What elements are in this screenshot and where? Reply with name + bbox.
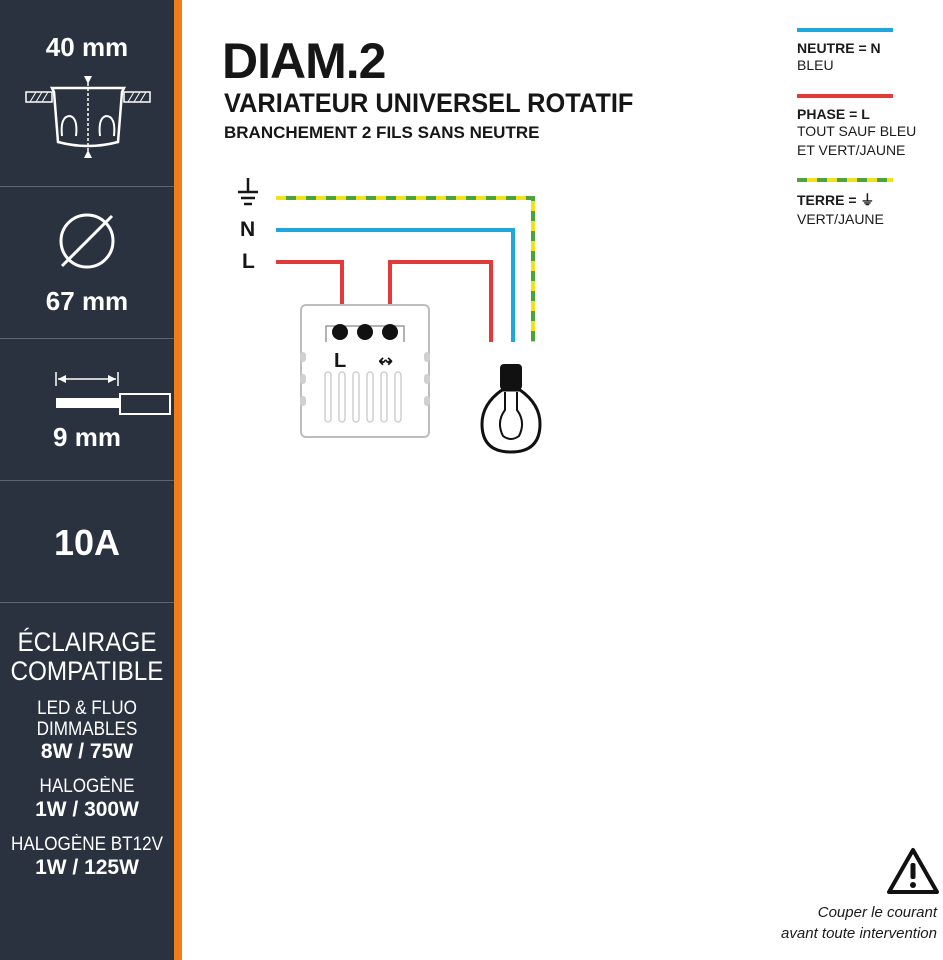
load-wire	[388, 260, 493, 342]
strip-value: 9 mm	[53, 422, 121, 452]
legend-neutral-title: NEUTRE = N	[797, 40, 881, 56]
brand-title: DIAM.2	[222, 33, 386, 89]
halogen-value: 1W / 300W	[35, 798, 139, 821]
legend-phase-desc-2: ET VERT/JAUNE	[797, 142, 906, 158]
warning-icon	[887, 848, 939, 894]
current-spec: 10A	[0, 482, 174, 603]
legend-phase-desc-1: TOUT SAUF BLEU	[797, 123, 917, 139]
wire-strip-icon	[55, 372, 171, 415]
spec-sidebar: 40 mm 67 mm	[0, 0, 174, 960]
diameter-spec: 67 mm	[0, 188, 174, 339]
depth-value: 40 mm	[45, 32, 129, 62]
diameter-icon	[59, 213, 115, 269]
compatible-lighting: ÉCLAIRAGE COMPATIBLE LED & FLUO DIMMABLE…	[0, 604, 174, 960]
earth-symbol-icon	[238, 178, 258, 206]
warning-line1: Couper le courant	[817, 904, 937, 921]
phase-swatch	[797, 94, 893, 98]
legend-neutral-desc: BLEU	[797, 57, 834, 73]
product-title: VARIATEUR UNIVERSEL ROTATIF	[224, 88, 634, 118]
current-value: 10A	[53, 522, 121, 563]
warning-text: Couper le courant avant toute interventi…	[781, 902, 937, 944]
legend-phase-title: PHASE = L	[797, 106, 870, 122]
legend-earth-desc: VERT/JAUNE	[797, 211, 884, 227]
dimmer-output-icon: ↭	[378, 351, 393, 372]
led-value: 8W / 75W	[40, 740, 134, 763]
terminal-l-label: L	[334, 350, 346, 372]
halogen-bt12v-label: HALOGÈNE BT12V	[10, 834, 164, 855]
legend-phase: PHASE = L TOUT SAUF BLEU ET VERT/JAUNE	[797, 94, 943, 160]
warning-line2: avant toute intervention	[781, 925, 937, 942]
depth-spec: 40 mm	[0, 0, 174, 187]
phase-label: L	[242, 250, 255, 273]
halogen-label: HALOGÈNE	[39, 776, 135, 797]
earth-swatch	[797, 178, 893, 182]
dimmer-module: L ↭	[300, 304, 430, 438]
neutral-swatch	[797, 28, 893, 32]
light-bulb-icon	[480, 364, 542, 454]
wall-box-icon	[25, 76, 151, 158]
lighting-title-line2: COMPATIBLE	[10, 656, 164, 686]
wiring-svg: L ↭	[238, 178, 542, 454]
strip-length-spec: 9 mm	[0, 340, 174, 481]
lighting-title-line1: ÉCLAIRAGE	[17, 627, 157, 657]
product-subtitle: BRANCHEMENT 2 FILS SANS NEUTRE	[224, 123, 540, 142]
halogen-bt12v-value: 1W / 125W	[35, 856, 139, 879]
legend-earth-title: TERRE = ⏚	[797, 192, 875, 208]
wiring-diagram: L ↭ N L	[182, 160, 582, 480]
led-label-line1: LED & FLUO	[37, 698, 137, 719]
neutral-wire	[276, 228, 515, 342]
neutral-label: N	[240, 218, 256, 241]
led-label-line2: DIMMABLES	[36, 719, 138, 740]
diameter-value: 67 mm	[45, 286, 129, 316]
legend-earth: TERRE = ⏚ VERT/JAUNE	[797, 178, 943, 229]
lighting-title: ÉCLAIRAGE COMPATIBLE	[9, 628, 166, 686]
legend-neutral: NEUTRE = N BLEU	[797, 28, 943, 75]
led-label: LED & FLUO DIMMABLES	[9, 698, 166, 740]
accent-bar	[174, 0, 182, 960]
